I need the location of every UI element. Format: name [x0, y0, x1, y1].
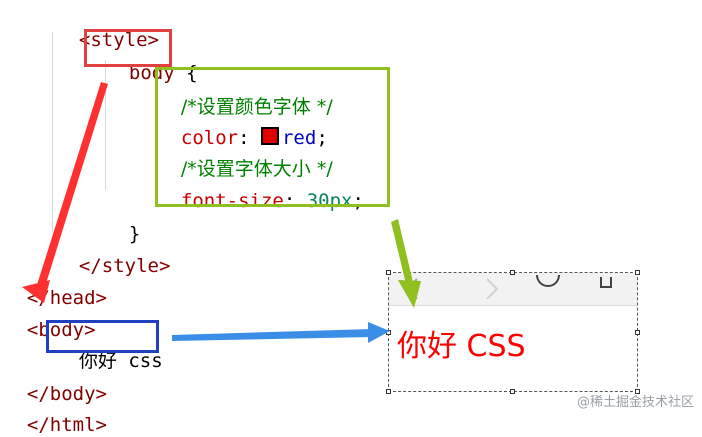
code-line-style-open: <style> — [56, 4, 159, 52]
browser-toolbar — [389, 273, 637, 306]
body-close-tag: </body> — [26, 383, 107, 405]
green-arrow — [391, 219, 413, 284]
comment-color: /*设置颜色字体 */ — [180, 96, 333, 118]
forward-icon — [486, 278, 499, 300]
body-text: 你好 css — [78, 350, 163, 372]
blue-arrow-head — [368, 322, 390, 343]
watermark: @稀土掘金技术社区 — [576, 395, 694, 410]
colon: : — [283, 190, 307, 212]
resize-handle[interactable] — [635, 270, 640, 275]
resize-handle[interactable] — [510, 389, 515, 394]
value-red: red — [281, 127, 317, 149]
resize-handle[interactable] — [635, 330, 640, 335]
code-line-body-open: <body> — [4, 294, 96, 342]
red-arrow-head — [22, 280, 50, 303]
body-text-highlight-box — [46, 320, 159, 353]
resize-handle[interactable] — [510, 270, 515, 275]
indent-guide — [105, 60, 106, 190]
refresh-icon — [536, 274, 560, 287]
style-close-tag: </style> — [78, 255, 171, 277]
code-line-comment-color: /*设置颜色字体 */ — [158, 71, 333, 119]
declarations-highlight-box — [155, 67, 390, 207]
code-line-style-close: </style> — [56, 230, 171, 278]
color-swatch-icon[interactable] — [260, 127, 279, 145]
resize-handle[interactable] — [386, 389, 391, 394]
red-arrow — [36, 82, 108, 290]
green-arrow-head — [398, 280, 421, 308]
semicolon: ; — [352, 190, 364, 212]
annotation-arrows — [22, 82, 421, 343]
home-icon — [600, 277, 612, 288]
blue-arrow — [172, 329, 372, 341]
html-close-tag: </html> — [26, 414, 107, 436]
code-line-brace-close: } — [106, 198, 140, 246]
head-close-tag: </head> — [26, 287, 107, 309]
code-line-body-text: 你好 css — [56, 325, 163, 373]
body-open-tag: <body> — [26, 319, 96, 341]
rendered-text: 你好 CSS — [397, 329, 526, 364]
resize-handle[interactable] — [386, 270, 391, 275]
style-open-tag: <style> — [78, 29, 159, 51]
code-line-head-close: </head> — [4, 262, 107, 310]
code-line-color: color: red; — [158, 102, 328, 150]
code-line-comment-size: /*设置字体大小 */ — [158, 133, 333, 181]
semicolon: ; — [316, 127, 328, 149]
code-line-body-close: </body> — [4, 358, 107, 406]
colon: : — [238, 127, 261, 149]
comment-size: /*设置字体大小 */ — [180, 158, 333, 180]
indent-guide — [52, 32, 53, 232]
prop-color: color — [180, 127, 239, 149]
browser-preview: 你好 CSS — [388, 272, 638, 392]
resize-handle[interactable] — [635, 389, 640, 394]
selector-highlight-box — [84, 29, 172, 67]
brace-close: } — [128, 223, 141, 245]
brace-open: { — [174, 62, 198, 84]
